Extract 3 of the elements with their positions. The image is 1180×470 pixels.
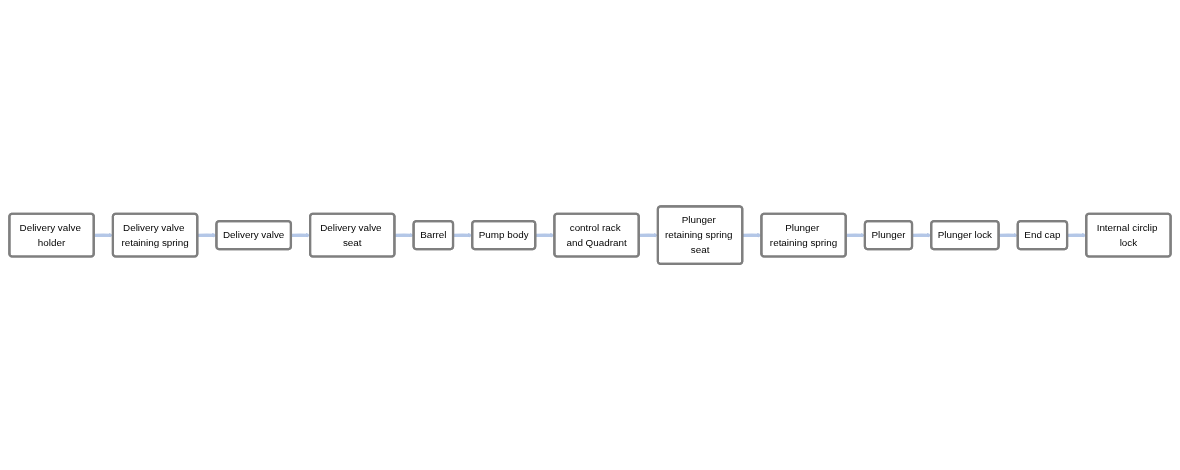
arrow bbox=[1067, 232, 1087, 238]
arrow bbox=[742, 232, 762, 238]
arrow bbox=[291, 232, 311, 238]
